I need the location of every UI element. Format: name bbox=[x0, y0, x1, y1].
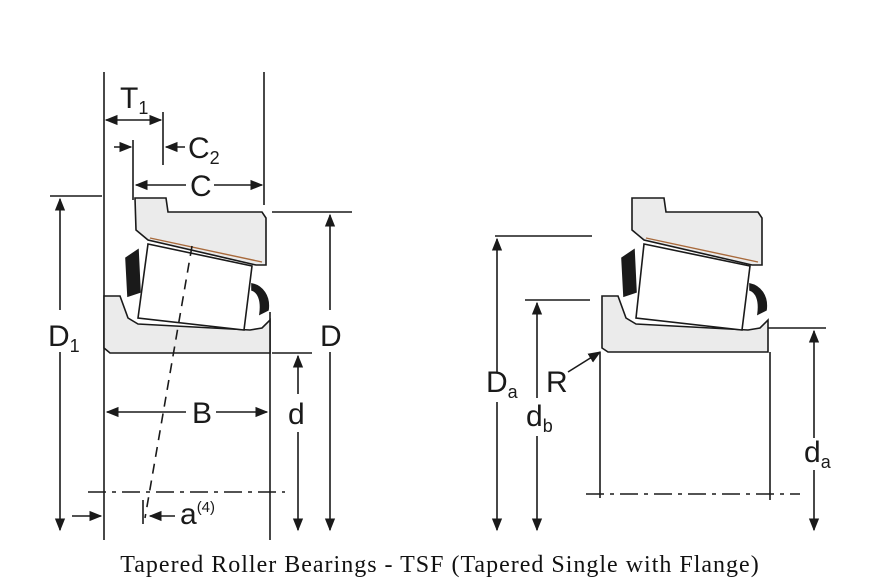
label-c: C bbox=[190, 170, 212, 203]
label-b: B bbox=[192, 397, 212, 430]
cup-outer-ring-right bbox=[631, 197, 763, 266]
roller-right bbox=[635, 243, 751, 331]
label-da-housing: Da bbox=[486, 366, 519, 402]
label-db: db bbox=[526, 400, 553, 436]
cup-outer-ring bbox=[134, 197, 267, 266]
label-bore-d: d bbox=[288, 398, 305, 431]
label-t1: T1 bbox=[120, 82, 148, 118]
label-a: a(4) bbox=[180, 498, 215, 531]
label-da-shaft: da bbox=[804, 436, 832, 472]
label-outer-d: D bbox=[320, 320, 342, 353]
roller bbox=[137, 243, 253, 331]
diagram-caption: Tapered Roller Bearings - TSF (Tapered S… bbox=[120, 552, 760, 578]
label-r: R bbox=[546, 366, 568, 399]
label-c2: C2 bbox=[188, 132, 220, 168]
cone-inner-ring bbox=[103, 295, 271, 354]
label-d1: D1 bbox=[48, 320, 80, 356]
cone-inner-ring-right bbox=[601, 295, 769, 353]
right-view bbox=[491, 197, 826, 532]
left-view bbox=[50, 72, 352, 540]
